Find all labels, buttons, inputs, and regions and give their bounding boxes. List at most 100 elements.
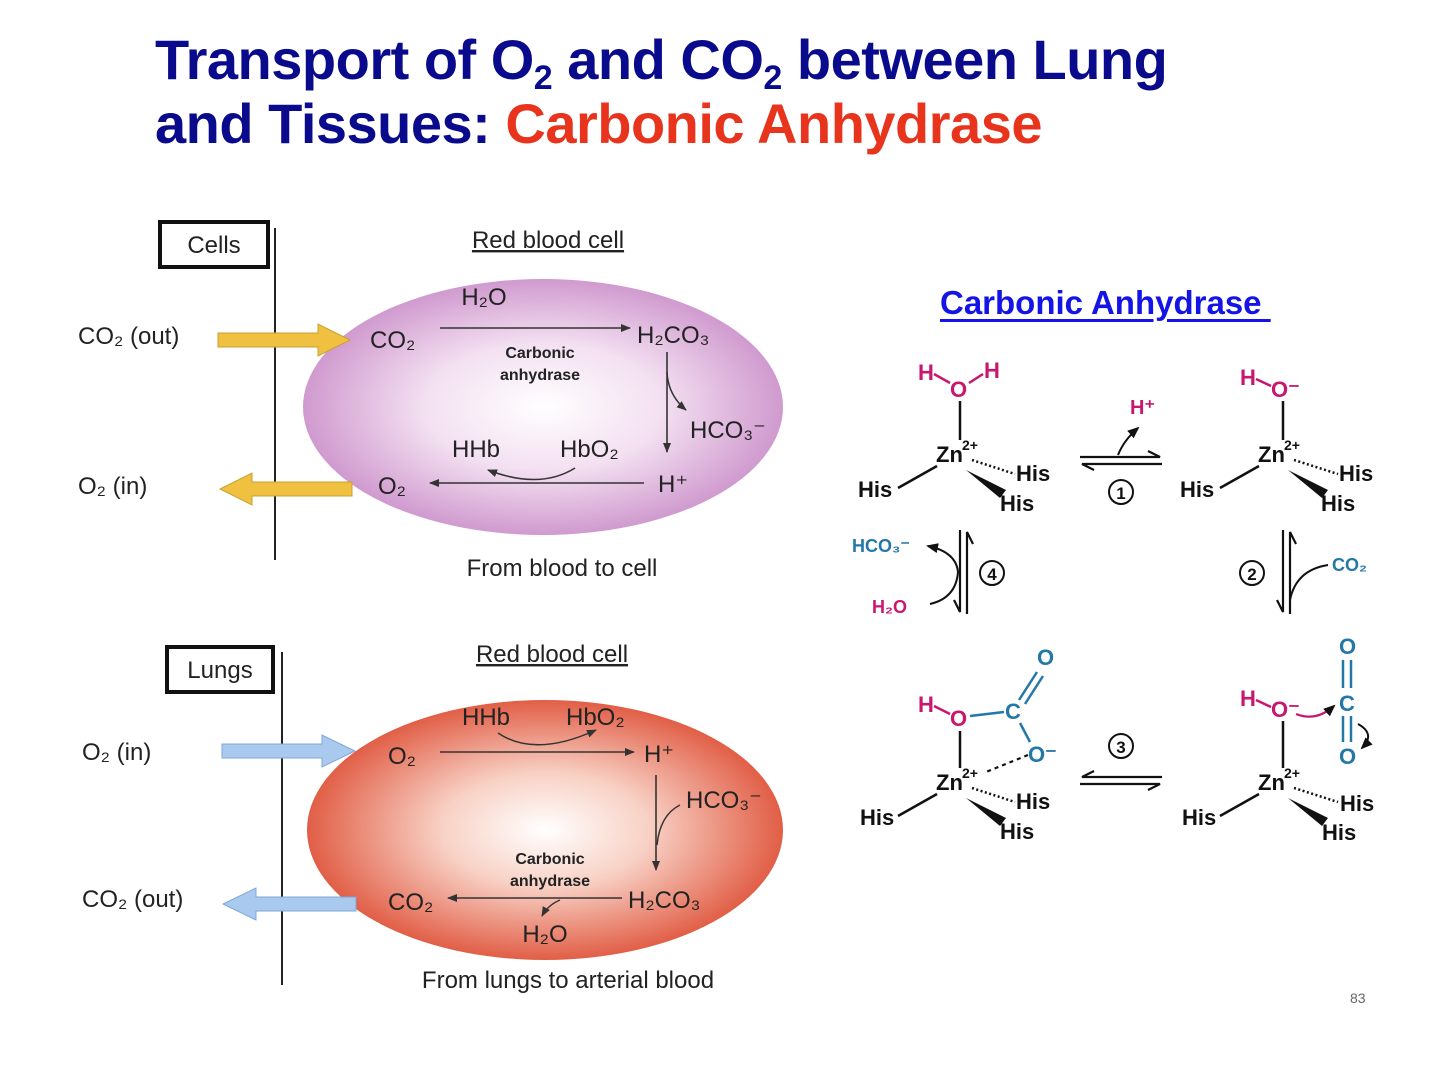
enzyme-top-line2: anhydrase (500, 367, 580, 384)
co2-mech: CO₂ (1332, 555, 1367, 575)
bond-c-o-minus (1018, 722, 1032, 743)
bond-zn4-his-c (966, 798, 1006, 826)
hplus-top: H⁺ (658, 471, 688, 498)
bicarb-o-top: O (1037, 645, 1054, 670)
zn-1: Zn (936, 442, 963, 467)
bond-zn-his-a (897, 464, 938, 490)
branch-to-h2o-bottom (541, 899, 561, 917)
co2-inflow-arrow (217, 323, 352, 357)
bond-zn-his-c (966, 470, 1006, 498)
bond-h-o (933, 372, 951, 385)
h2o-bottom: H₂O (522, 921, 567, 948)
co2-top: CO₂ (370, 327, 415, 354)
red-blood-cell-top (303, 279, 783, 535)
step-1-number: 1 (1116, 484, 1125, 503)
zn-charge-3: 2+ (1284, 765, 1300, 781)
complex-zn-hydroxide: H O⁻ Zn 2+ His His His (1180, 365, 1373, 516)
hco3-top: HCO₃⁻ (690, 417, 766, 444)
zn-charge-4: 2+ (962, 765, 978, 781)
complex-zn-hydroxide-co2: H O⁻ O C O Zn 2+ His His His (1182, 634, 1374, 845)
bond-zn4-his-a (897, 792, 938, 818)
step-2: CO₂ 2 (1239, 530, 1367, 614)
caption-top: From blood to cell (467, 555, 658, 582)
eq2-down (1276, 530, 1285, 613)
hydroxide2-h: H (1240, 686, 1256, 711)
eq3-back (1081, 770, 1162, 779)
co2-outflow-arrow (221, 887, 357, 921)
hplus-mech: H⁺ (1130, 397, 1155, 419)
bond-zn2-his-c (1288, 470, 1328, 498)
hydroxide2-o: O⁻ (1271, 697, 1300, 722)
his-1b: His (1016, 461, 1050, 486)
his-4c: His (1000, 819, 1034, 844)
hydroxide-h: H (1240, 365, 1256, 390)
o2-inflow-arrow (221, 734, 357, 768)
his-2c: His (1321, 491, 1355, 516)
eq4-up (965, 531, 974, 614)
o2-outflow-arrow (218, 472, 353, 506)
zn-charge-1: 2+ (962, 437, 978, 453)
co2-out-label-bottom: CO₂ (out) (82, 886, 183, 913)
co2-out-label-top: CO₂ (out) (78, 323, 179, 350)
zn-charge-2: 2+ (1284, 437, 1300, 453)
water-o: O (950, 377, 967, 402)
zn-4: Zn (936, 770, 963, 795)
his-4b: His (1016, 789, 1050, 814)
red-blood-cell-bottom (307, 700, 783, 960)
step-4: HCO₃⁻ H₂O 4 (852, 530, 1005, 617)
bond-c-o-double-b (1023, 675, 1045, 705)
hplus-release-arrow (1117, 426, 1140, 456)
eq3-forward (1080, 782, 1161, 791)
o2-in-label-bottom: O₂ (in) (82, 739, 151, 766)
bond-o-c (969, 710, 1005, 718)
his-3a: His (1182, 805, 1216, 830)
title-text-and: and CO (552, 28, 764, 91)
h2co3-top: H₂CO₃ (637, 322, 709, 349)
title-highlight: Carbonic Anhydrase (505, 92, 1042, 155)
bond-zn3-his-a (1219, 792, 1260, 818)
hydroxide-o: O⁻ (1271, 377, 1300, 402)
cells-box-label: Cells (187, 232, 240, 259)
step-2-circle (1239, 560, 1265, 586)
lungs-box (165, 645, 275, 694)
complex-zn-water: H O H Zn 2+ His His His (858, 358, 1050, 516)
hplus-bottom: H⁺ (644, 741, 674, 768)
h2o-mech: H₂O (872, 597, 907, 617)
bond-zn3-his-b (1293, 786, 1339, 804)
his-3b: His (1340, 791, 1374, 816)
his-2b: His (1339, 461, 1373, 486)
title-o: O (490, 28, 535, 91)
bond-zn4-his-b (971, 786, 1016, 804)
branch-to-hco3-top (666, 371, 687, 411)
zn-2: Zn (1258, 442, 1285, 467)
bond-h-o2 (1255, 377, 1272, 388)
title-text-1: Transport of (155, 28, 491, 91)
co2-o-top: O (1339, 634, 1356, 659)
rbc-header-bottom: Red blood cell (476, 641, 628, 668)
step-4-circle (979, 560, 1005, 586)
zn-3: Zn (1258, 770, 1285, 795)
hbo2-top: HbO₂ (560, 436, 619, 463)
title-sub-b: 2 (763, 59, 782, 97)
step-3-circle (1108, 733, 1134, 759)
bond-h-o3 (933, 704, 951, 716)
o2-bottom: O₂ (388, 743, 416, 770)
his-2a: His (1180, 477, 1214, 502)
page-number: 83 (1350, 990, 1366, 1006)
eq1-forward (1080, 450, 1161, 459)
bond-zn-his-b (971, 458, 1016, 476)
step-1-circle (1108, 479, 1134, 505)
o2-top: O₂ (378, 473, 406, 500)
carbonic-anhydrase-link[interactable]: Carbonic Anhydrase (940, 284, 1271, 321)
bond-o-zn-dashed (985, 753, 1029, 774)
hhb-top: HHb (452, 436, 500, 463)
h2co3-bottom: H₂CO₃ (628, 887, 700, 914)
hco3-release-curve (926, 543, 960, 605)
step-3: 3 (1080, 733, 1162, 791)
step-1: H⁺ 1 (1080, 397, 1162, 505)
hco3-bottom: HCO₃⁻ (686, 787, 762, 814)
bond-zn3-his-c (1288, 798, 1328, 826)
bond-zn2-his-a (1219, 464, 1260, 490)
eq2-up (1288, 531, 1297, 614)
